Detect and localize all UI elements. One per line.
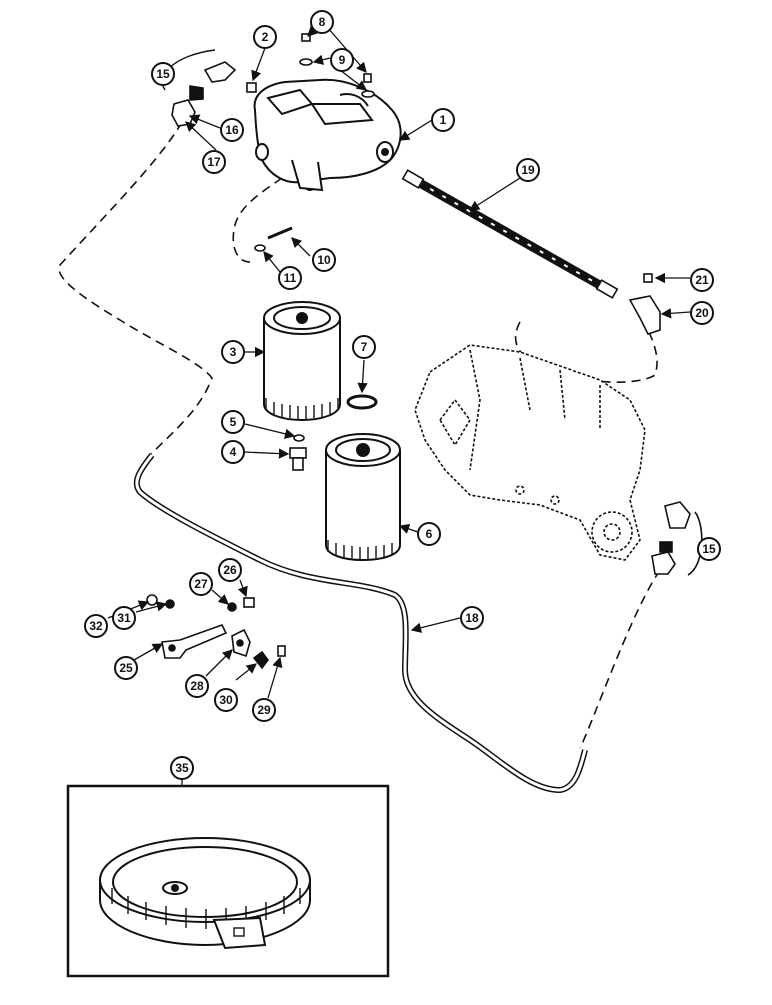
callout-11: 11 — [278, 266, 302, 290]
plug-21 — [643, 273, 653, 283]
svg-text:7: 7 — [361, 340, 368, 354]
svg-text:28: 28 — [190, 679, 204, 693]
plug-2 — [246, 82, 257, 93]
callout-10: 10 — [312, 248, 336, 272]
nut-30 — [252, 650, 269, 670]
svg-text:16: 16 — [225, 123, 239, 137]
callout-35: 35 — [170, 756, 194, 780]
o-ring-7 — [346, 394, 378, 410]
filter-wrench-inset — [66, 784, 390, 978]
svg-text:9: 9 — [339, 53, 346, 67]
callout-9: 9 — [330, 48, 354, 72]
callout-6: 6 — [417, 522, 441, 546]
fuel-filter-3 — [263, 301, 341, 422]
washer-11 — [254, 244, 266, 252]
svg-text:15: 15 — [702, 542, 716, 556]
drain-valve-4 — [289, 447, 307, 471]
svg-text:27: 27 — [194, 577, 208, 591]
callout-18: 18 — [460, 606, 484, 630]
callout-28: 28 — [185, 674, 209, 698]
callout-19: 19 — [516, 158, 540, 182]
callout-29: 29 — [252, 698, 276, 722]
callout-15-top: 15 — [151, 62, 175, 86]
svg-text:6: 6 — [426, 527, 433, 541]
washer-9a — [299, 58, 313, 66]
injection-pump — [414, 344, 646, 561]
o-ring-5 — [293, 434, 305, 442]
callout-25: 25 — [114, 656, 138, 680]
washer-27 — [227, 602, 237, 612]
svg-text:32: 32 — [89, 619, 103, 633]
callout-4: 4 — [221, 440, 245, 464]
svg-text:26: 26 — [223, 563, 237, 577]
callout-32: 32 — [84, 614, 108, 638]
callout-8: 8 — [310, 10, 334, 34]
mounting-hardware — [146, 594, 286, 670]
svg-text:4: 4 — [230, 445, 237, 459]
bolt-10 — [267, 226, 293, 240]
bolt-8a — [301, 33, 311, 42]
svg-text:19: 19 — [521, 163, 535, 177]
callout-30: 30 — [214, 688, 238, 712]
svg-text:17: 17 — [207, 155, 221, 169]
filter-head — [253, 78, 402, 192]
svg-text:15: 15 — [156, 67, 170, 81]
svg-text:20: 20 — [695, 306, 709, 320]
washer-9b — [361, 90, 375, 98]
svg-text:18: 18 — [465, 611, 479, 625]
elbow-fitting-15 — [203, 61, 237, 83]
fuel-hose-19 — [401, 169, 619, 299]
bracket-25 — [161, 624, 228, 659]
washer-31 — [165, 599, 175, 609]
svg-text:30: 30 — [219, 693, 233, 707]
pump-fittings-15 — [651, 501, 703, 576]
bolt-8b — [363, 73, 372, 83]
callout-1: 1 — [431, 108, 455, 132]
washer-16 — [189, 85, 204, 101]
svg-text:5: 5 — [230, 415, 237, 429]
callout-5: 5 — [221, 410, 245, 434]
callout-20: 20 — [690, 301, 714, 325]
nut-17 — [171, 99, 196, 127]
svg-text:31: 31 — [117, 611, 131, 625]
bolt-29 — [277, 645, 286, 657]
head-fittings — [171, 33, 375, 252]
elbow-fitting-20 — [628, 273, 661, 335]
nut-32 — [146, 594, 158, 606]
svg-text:21: 21 — [695, 273, 709, 287]
fuel-filter-6 — [325, 433, 401, 562]
svg-text:2: 2 — [262, 30, 269, 44]
callout-17: 17 — [202, 150, 226, 174]
filter-wrench-35 — [99, 837, 311, 950]
callout-7: 7 — [352, 335, 376, 359]
svg-text:8: 8 — [319, 15, 326, 29]
callout-2: 2 — [253, 25, 277, 49]
callout-26: 26 — [218, 558, 242, 582]
svg-text:25: 25 — [119, 661, 133, 675]
callout-31: 31 — [112, 606, 136, 630]
svg-text:1: 1 — [440, 113, 447, 127]
callout-labels: 1 2 8 9 15 16 17 10 11 19 21 20 3 7 5 4 … — [84, 10, 721, 780]
callout-27: 27 — [189, 572, 213, 596]
callout-21: 21 — [690, 268, 714, 292]
callout-16: 16 — [220, 118, 244, 142]
bolt-26 — [243, 597, 255, 608]
svg-text:35: 35 — [175, 761, 189, 775]
fuel-pipe-18 — [133, 453, 588, 794]
svg-text:10: 10 — [317, 253, 331, 267]
callout-3: 3 — [221, 340, 245, 364]
callout-15-right: 15 — [697, 537, 721, 561]
svg-text:11: 11 — [284, 271, 297, 285]
svg-text:3: 3 — [230, 345, 237, 359]
svg-text:29: 29 — [257, 703, 271, 717]
